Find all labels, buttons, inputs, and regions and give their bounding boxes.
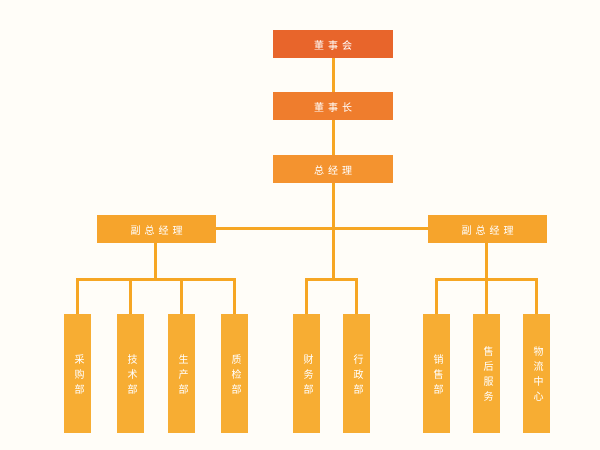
org-node-board: 董事会 [273,30,393,58]
connector-gm-down [332,183,335,281]
connector-group-left-horizontal [76,278,236,281]
connector-stub-purchasing [76,278,79,314]
org-node-label: 行政部 [351,353,362,399]
org-node-label: 生产部 [176,353,187,399]
connector-group-middle-horizontal [305,278,358,281]
connector-chairman-gm [332,120,335,155]
org-node-label: 董事会 [314,40,356,52]
org-node-label: 副总经理 [461,225,518,237]
org-node-dept-technology: 技术部 [117,314,144,433]
connector-stub-aftersales [485,278,488,314]
connector-stub-admin [355,278,358,314]
connector-stub-finance [305,278,308,314]
connector-stub-sales [435,278,438,314]
org-node-label: 质检部 [229,353,240,399]
connector-board-chairman [332,58,335,92]
org-node-dept-admin: 行政部 [343,314,370,433]
org-node-label: 董事长 [314,102,356,114]
org-node-label: 技术部 [125,353,136,399]
connector-stub-quality [233,278,236,314]
org-node-dept-finance: 财务部 [293,314,320,433]
connector-stub-technology [129,278,132,314]
org-node-dept-purchasing: 采购部 [64,314,91,433]
connector-deputy-right-down [485,243,488,280]
org-node-dept-logistics: 物流中心 [523,314,550,433]
org-node-label: 销售部 [431,353,442,399]
org-node-chairman: 董事长 [273,92,393,120]
org-node-label: 采购部 [72,353,83,399]
org-node-label: 物流中心 [531,346,542,406]
org-node-dept-quality: 质检部 [221,314,248,433]
org-node-general-manager: 总经理 [273,155,393,183]
org-node-label: 副总经理 [130,225,187,237]
connector-stub-logistics [535,278,538,314]
org-node-dept-sales: 销售部 [423,314,450,433]
org-node-dept-aftersales: 售后服务 [473,314,500,433]
org-node-deputy-gm-right: 副总经理 [428,215,547,243]
connector-deputies-horizontal [216,227,428,230]
org-node-label: 总经理 [314,165,356,177]
org-node-deputy-gm-left: 副总经理 [97,215,216,243]
connector-stub-production [180,278,183,314]
connector-deputy-left-down [154,243,157,280]
org-node-label: 财务部 [301,353,312,399]
org-node-dept-production: 生产部 [168,314,195,433]
org-node-label: 售后服务 [481,346,492,406]
